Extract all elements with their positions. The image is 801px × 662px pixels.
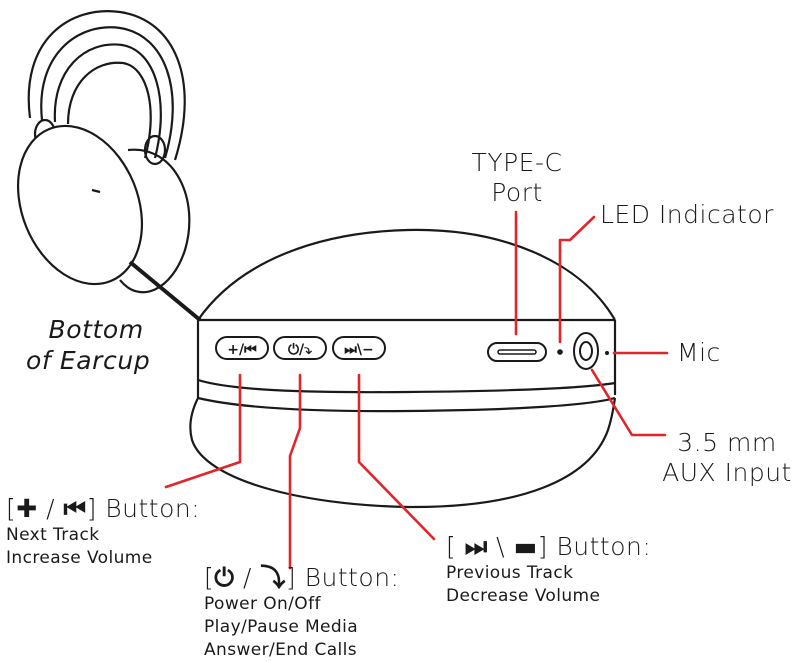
svg-text:+/⏮: +/⏮ (227, 342, 257, 358)
typec-label: TYPE-C Port (462, 148, 572, 208)
button-word: Button: (96, 494, 201, 523)
power-button-callout: [⏻ / ⤵] Button: Power On/Off Play/Pause … (204, 563, 400, 662)
aux-label-line1: 3.5 mm (677, 428, 777, 457)
typec-label-line2: Port (491, 178, 543, 207)
earcup-caption-line2: of Earcup (26, 346, 151, 375)
plus-prev-button[interactable]: +/⏮ (215, 336, 269, 360)
led-label: LED Indicator (600, 200, 774, 229)
bracket-close: ] (537, 532, 548, 561)
separator: \ (487, 532, 514, 561)
earcup-caption: Bottom of Earcup (26, 314, 150, 376)
power-desc-1: Power On/Off (204, 594, 321, 614)
leader-next (164, 373, 242, 489)
bracket-open: [ (204, 563, 215, 592)
minus-icon: ▬ (513, 532, 538, 561)
leader-aux (590, 368, 667, 437)
plus-icon: ✚ (16, 494, 38, 523)
next-minus-button[interactable]: ⏭\− (332, 336, 386, 360)
power-play-button[interactable]: ⏻/⤵ (273, 336, 327, 360)
prev-desc-1: Previous Track (446, 563, 574, 583)
next-desc-1: Next Track (6, 525, 100, 545)
aux-jack (573, 332, 599, 370)
typec-label-line1: TYPE-C (471, 148, 563, 177)
svg-text:⏻/⤵: ⏻/⤵ (288, 342, 312, 358)
skip-back-icon: ⏮ (63, 494, 87, 523)
button-word: Button: (547, 532, 652, 561)
power-desc-3: Answer/End Calls (204, 640, 358, 660)
mic-label: Mic (677, 338, 721, 367)
aux-label-line2: AUX Input (662, 458, 792, 487)
call-icon: ⤵ (260, 563, 286, 592)
headphones-illustration (16, 10, 202, 322)
earcup-caption-line1: Bottom (48, 315, 144, 344)
skip-forward-icon: ⏭ (464, 532, 488, 561)
next-desc-2: Increase Volume (6, 548, 153, 568)
separator: / (234, 563, 261, 592)
mic-hole (605, 351, 609, 355)
bracket-open: [ (446, 532, 465, 561)
separator: / (37, 494, 64, 523)
led-indicator-dot (557, 349, 563, 355)
leader-power (288, 373, 302, 570)
power-desc-2: Play/Pause Media (204, 617, 359, 637)
svg-text:⏭\−: ⏭\− (344, 342, 373, 358)
next-button-title: [✚ / ⏮] Button: (6, 494, 200, 524)
bracket-close: ] (285, 563, 297, 592)
power-icon: ⏻ (214, 563, 235, 592)
leader-led (558, 215, 596, 344)
bracket-close: ] (86, 494, 97, 523)
next-button-callout: [✚ / ⏮] Button: Next Track Increase Volu… (6, 494, 200, 570)
power-button-title: [⏻ / ⤵] Button: (204, 563, 400, 593)
leader-lines (164, 210, 669, 570)
leader-prev (357, 373, 436, 541)
bracket-open: [ (6, 494, 17, 523)
prev-button-title: [ ⏭ \ ▬] Button: (446, 532, 651, 562)
aux-label: 3.5 mm AUX Input (658, 428, 796, 488)
prev-button-callout: [ ⏭ \ ▬] Button: Previous Track Decrease… (446, 532, 651, 608)
earcup-body (189, 228, 617, 509)
prev-desc-2: Decrease Volume (446, 586, 601, 606)
button-word: Button: (296, 563, 400, 592)
typec-port (487, 342, 547, 362)
